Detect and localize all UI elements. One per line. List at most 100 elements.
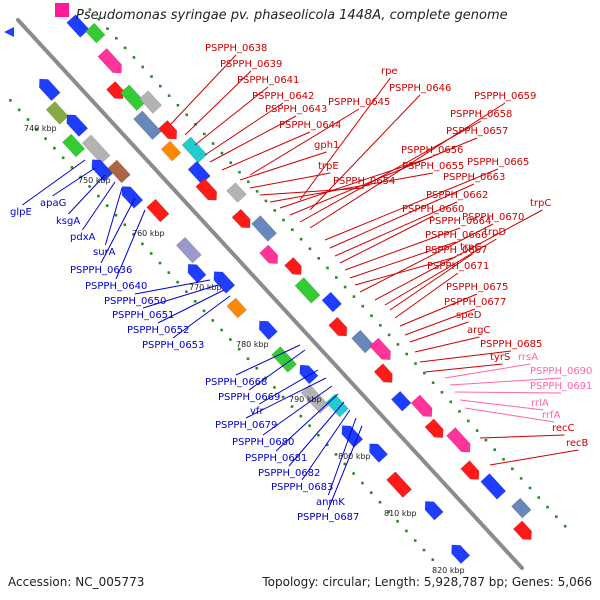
backbone-line bbox=[16, 18, 524, 570]
gene-arrow bbox=[97, 48, 122, 74]
tick-dot bbox=[229, 161, 233, 164]
gene-labels: PSPPH_0638PSPPH_0639PSPPH_0641PSPPH_0642… bbox=[10, 43, 592, 523]
label-leader-lines bbox=[22, 54, 579, 511]
scale-label: 750 kbp bbox=[78, 176, 111, 185]
tick-dot bbox=[317, 433, 320, 437]
gene-feature bbox=[61, 133, 86, 158]
reverse-gene-label: PSPPH_0652 bbox=[127, 325, 189, 336]
forward-gene-label: PSPPH_0638 bbox=[205, 43, 267, 54]
reverse-gene-label: PSPPH_0640 bbox=[85, 281, 147, 292]
tick-dot bbox=[396, 343, 400, 346]
tick-dot bbox=[150, 75, 153, 78]
forward-gene-label: PSPPH_0663 bbox=[443, 172, 505, 183]
leader-line bbox=[464, 407, 555, 423]
gene-feature bbox=[91, 159, 114, 182]
leader-line bbox=[404, 308, 476, 336]
tick-dot bbox=[555, 515, 558, 518]
tick-dot bbox=[422, 548, 426, 552]
gene-feature bbox=[424, 501, 444, 521]
reverse-gene-label: glpE bbox=[10, 207, 32, 218]
gene-box bbox=[226, 297, 247, 319]
forward-gene-label: PSPPH_0662 bbox=[426, 190, 488, 201]
forward-gene-label: trpC bbox=[530, 198, 551, 209]
gene-box bbox=[107, 159, 131, 184]
gene-arrow bbox=[187, 263, 207, 284]
gene-arrow bbox=[195, 178, 218, 201]
leader-line bbox=[172, 295, 231, 339]
gene-feature bbox=[38, 78, 61, 102]
tick-dot bbox=[343, 285, 347, 289]
tick-dot bbox=[361, 481, 364, 485]
accession-text: Accession: NC_005773 bbox=[8, 575, 145, 589]
gene-features bbox=[4, 3, 532, 565]
forward-gene-label: argC bbox=[467, 325, 490, 336]
tick-dot bbox=[282, 218, 285, 222]
forward-gene-label: PSPPH_0671 bbox=[427, 261, 489, 272]
leader-line bbox=[354, 256, 457, 286]
tick-dot bbox=[211, 142, 215, 145]
tick-dot bbox=[185, 113, 189, 117]
tick-dot bbox=[105, 204, 109, 207]
leader-line bbox=[299, 77, 391, 201]
rna-gene-label: rrlA bbox=[531, 398, 549, 409]
backbone bbox=[16, 18, 524, 570]
gene-arrow bbox=[121, 186, 144, 209]
tick-dot bbox=[237, 347, 241, 351]
scale-label: 780 kbp bbox=[236, 340, 269, 349]
leader-line bbox=[489, 449, 579, 466]
gene-arrow bbox=[105, 80, 124, 100]
tick-dot bbox=[299, 414, 303, 418]
tick-dot bbox=[458, 410, 461, 413]
forward-gene-label: PSPPH_0670 bbox=[462, 212, 524, 223]
gene-box bbox=[119, 84, 146, 112]
tick-dot bbox=[273, 209, 277, 212]
gene-feature bbox=[231, 208, 251, 229]
leader-line bbox=[419, 350, 512, 363]
tick-dot bbox=[246, 357, 250, 361]
tick-dot bbox=[290, 405, 294, 408]
leader-line bbox=[204, 102, 284, 156]
leader-line bbox=[194, 86, 269, 146]
leader-line bbox=[22, 159, 86, 206]
gene-feature bbox=[410, 394, 433, 417]
tick-dot bbox=[405, 529, 408, 533]
leader-line bbox=[239, 151, 327, 181]
forward-gene-label: PSPPH_0665 bbox=[467, 157, 529, 168]
gene-arrow bbox=[460, 460, 480, 480]
gene-feature bbox=[133, 110, 162, 140]
gene-arrow bbox=[91, 159, 114, 182]
gene-feature bbox=[373, 363, 393, 383]
gene-feature bbox=[226, 182, 247, 203]
tick-dot bbox=[273, 386, 276, 389]
tick-dot bbox=[141, 65, 145, 69]
leader-line bbox=[414, 336, 480, 353]
forward-gene-label: PSPPH_0658 bbox=[450, 109, 512, 120]
tick-dot bbox=[325, 443, 329, 447]
leader-line bbox=[339, 215, 434, 264]
leader-line bbox=[81, 181, 116, 231]
gene-arrow bbox=[231, 208, 251, 229]
leader-line bbox=[249, 172, 331, 189]
gene-feature bbox=[146, 198, 170, 223]
tick-dot bbox=[326, 266, 329, 270]
tick-dot bbox=[343, 462, 347, 466]
gene-feature bbox=[369, 337, 391, 361]
reverse-gene-label: apaG bbox=[40, 198, 66, 209]
tick-dot bbox=[379, 324, 382, 327]
tick-dot bbox=[352, 295, 356, 298]
tick-dot bbox=[413, 539, 417, 542]
gene-feature bbox=[480, 473, 507, 500]
tick-dot bbox=[387, 333, 391, 337]
forward-gene-label: PSPPH_0675 bbox=[446, 282, 508, 293]
leader-line bbox=[169, 54, 237, 126]
reverse-gene-label: PSPPH_0669 bbox=[218, 392, 280, 403]
gene-feature bbox=[271, 346, 298, 373]
forward-gene-label: PSPPH_0657 bbox=[446, 126, 508, 137]
forward-gene-label: PSPPH_0667 bbox=[425, 245, 487, 256]
leader-line bbox=[157, 289, 225, 324]
tick-dot bbox=[220, 328, 223, 332]
gene-feature bbox=[119, 84, 146, 112]
reverse-gene-label: PSPPH_0681 bbox=[245, 453, 307, 464]
